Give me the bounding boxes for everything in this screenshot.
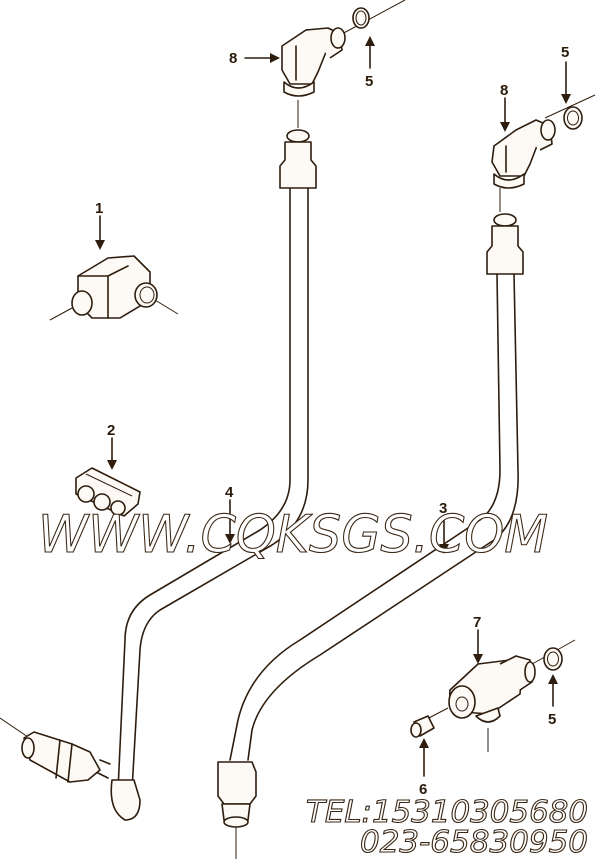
part-3-right-tube: [217, 213, 524, 828]
part-1-tee-block: [71, 255, 158, 319]
callout-8-left: 8: [229, 50, 237, 67]
callout-arrows: [95, 36, 571, 777]
part-5-oring-top-right: [563, 106, 583, 130]
oring-inner: [355, 10, 367, 26]
oring-inner: [547, 651, 559, 667]
part-4-left-tube: [21, 129, 317, 821]
watermark-tel: TEL:15310305680: [306, 795, 588, 830]
oring-inner: [567, 110, 579, 126]
part-7-tee-adapter: [448, 655, 536, 723]
callout-4: 4: [225, 484, 234, 501]
callout-labels: 8 5 8 5 1 2 4 3 7 5 6: [95, 44, 569, 798]
callout-8-right: 8: [500, 82, 508, 99]
watermark-site: WWW.CQKSGS.COM: [38, 505, 548, 565]
callout-7: 7: [473, 614, 481, 631]
part-6-plug: [410, 715, 435, 738]
callout-2: 2: [107, 422, 115, 439]
callout-5-top-left: 5: [365, 73, 373, 90]
part-8-elbow-left: [281, 27, 346, 97]
part-2-clamp: [75, 467, 141, 517]
callout-1: 1: [95, 200, 103, 217]
part-8-elbow-right: [491, 119, 556, 189]
callout-5-lower-right: 5: [548, 711, 556, 728]
callout-5-top-right: 5: [561, 44, 569, 61]
callout-3: 3: [439, 500, 447, 517]
part-5-oring-lower-right: [543, 647, 563, 671]
watermark-phone: 023-65830950: [360, 825, 588, 859]
watermark: WWW.CQKSGS.COM TEL:15310305680 023-65830…: [37, 504, 588, 859]
callout-6: 6: [419, 781, 427, 798]
